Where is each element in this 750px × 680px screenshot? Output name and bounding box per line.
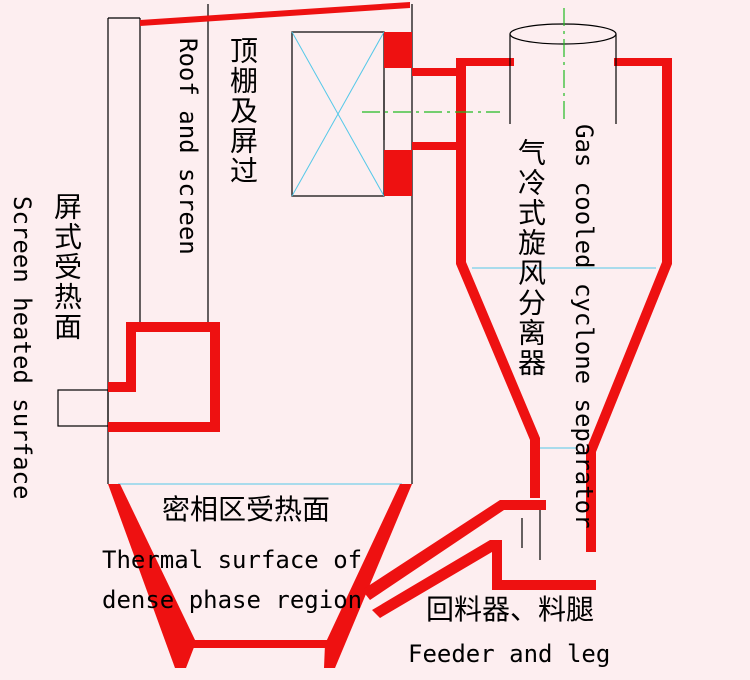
cyclone-axis xyxy=(362,8,565,124)
roof-label-cn: 顶棚及屏过 xyxy=(226,36,259,186)
dense-label-en-line1: Thermal surface of xyxy=(102,546,363,574)
furnace-outline xyxy=(57,4,413,484)
screen-label-en: Screen heated surface xyxy=(8,196,36,500)
roof-label-en: Roof and screen xyxy=(174,38,202,255)
cyclone-label-en: Gas cooled cyclone separator xyxy=(570,124,598,529)
dense-label-cn: 密相区受热面 xyxy=(162,493,331,526)
cyclone-label-cn: 气冷式旋风分离器 xyxy=(514,138,547,378)
dense-label-en-line2: dense phase region xyxy=(102,586,363,614)
feeder-label-cn: 回料器、料腿 xyxy=(426,593,595,626)
red-walls xyxy=(108,2,672,668)
screen-label-cn: 屏式受热面 xyxy=(50,192,83,342)
feeder-label-en: Feeder and leg xyxy=(408,640,611,668)
vortex-finder xyxy=(383,23,617,560)
